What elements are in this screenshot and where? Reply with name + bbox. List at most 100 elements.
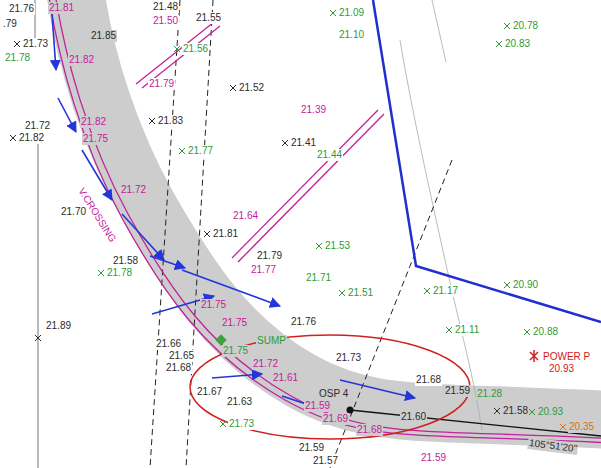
marker-stroke (494, 408, 500, 414)
spot-level: 21.39 (300, 104, 327, 116)
marker-stroke (282, 140, 288, 146)
spot-level: 21.89 (45, 320, 72, 332)
spot-marker (504, 23, 510, 29)
boundary-line (432, 0, 446, 62)
spot-level: 20.88 (532, 326, 559, 338)
marker-stroke (14, 41, 20, 47)
spot-marker (316, 243, 322, 249)
spot-marker (496, 41, 502, 47)
spot-marker (230, 85, 236, 91)
spot-level: 21.52 (238, 82, 265, 94)
spot-marker (149, 118, 155, 124)
marker-stroke (316, 243, 322, 249)
spot-level: 21.73 (228, 418, 255, 430)
spot-marker (446, 327, 452, 333)
pipe-line (238, 114, 384, 262)
spot-level: 21.81 (212, 228, 239, 240)
marker-stroke (220, 421, 226, 427)
marker-stroke (204, 231, 210, 237)
marker-stroke (524, 329, 530, 335)
spot-marker (204, 231, 210, 237)
marker-stroke (174, 46, 180, 52)
spot-level: 21.73 (22, 38, 49, 50)
marker-stroke (496, 41, 502, 47)
spot-level: 21.85 (90, 30, 117, 42)
marker-stroke (14, 41, 20, 47)
spot-level: 21.81 (48, 2, 75, 14)
marker-stroke (149, 118, 155, 124)
spot-marker (504, 282, 510, 288)
pipe-line (232, 110, 378, 258)
power-pole-label: POWER P (542, 351, 591, 363)
drain-line (54, 0, 601, 439)
spot-markers (10, 10, 566, 430)
spot-marker (220, 421, 226, 427)
spot-level: 21.73 (335, 352, 362, 364)
marker-stroke (529, 409, 535, 415)
spot-level: 21.75 (221, 317, 248, 329)
spot-level: 21.53 (324, 240, 351, 252)
marker-stroke (330, 10, 336, 16)
marker-stroke (424, 288, 430, 294)
spot-marker (14, 41, 20, 47)
spot-level: 21.68 (165, 362, 192, 374)
marker-stroke (282, 140, 288, 146)
marker-stroke (529, 409, 535, 415)
spot-level: 21.82 (18, 132, 45, 144)
spot-level: 21.61 (272, 372, 299, 384)
spot-level: 20.35 (568, 421, 595, 433)
spot-level: 21.83 (157, 115, 184, 127)
spot-level: 21.68 (415, 374, 442, 386)
spot-marker (179, 148, 185, 154)
spot-level: .79 (2, 18, 18, 30)
spot-marker (424, 288, 430, 294)
spot-level: 21.55 (195, 12, 222, 24)
spot-level: 21.78 (106, 267, 133, 279)
marker-stroke (560, 424, 566, 430)
station-label: OSP 4 (318, 388, 349, 400)
spot-level: 21.78 (4, 52, 31, 64)
spot-level: 21.58 (112, 255, 139, 267)
marker-stroke (494, 408, 500, 414)
marker-stroke (149, 118, 155, 124)
spot-level: 21.60 (400, 411, 427, 423)
spot-level: 21.77 (187, 145, 214, 157)
marker-stroke (98, 270, 104, 276)
sump-label: SUMP (256, 335, 287, 347)
spot-level: 21.76 (8, 3, 35, 15)
spot-level: 21.44 (316, 149, 343, 161)
marker-stroke (174, 46, 180, 52)
flow-arrow (58, 98, 76, 132)
spot-level: 20.93 (537, 406, 564, 418)
spot-level: 21.75 (222, 345, 249, 357)
marker-stroke (504, 23, 510, 29)
marker-stroke (10, 135, 16, 141)
spot-level: 21.09 (338, 7, 365, 19)
spot-level: 21.75 (200, 299, 227, 311)
marker-stroke (220, 421, 226, 427)
drain-line (48, 0, 601, 443)
marker-stroke (446, 327, 452, 333)
spot-level: 21.82 (80, 116, 107, 128)
pole-stroke (533, 350, 535, 362)
spot-level: 21.41 (290, 137, 317, 149)
spot-level: 21.59 (420, 452, 447, 464)
marker-stroke (35, 335, 41, 341)
spot-marker (560, 424, 566, 430)
spot-level: 21.17 (432, 285, 459, 297)
spot-marker (529, 409, 535, 415)
spot-level: 21.59 (298, 442, 325, 454)
site-boundary (373, 0, 601, 322)
marker-stroke (560, 424, 566, 430)
spot-marker (339, 290, 345, 296)
marker-stroke (179, 148, 185, 154)
spot-marker (524, 329, 530, 335)
spot-level: 21.64 (232, 210, 259, 222)
spot-level: 20.78 (512, 20, 539, 32)
sump-symbol (215, 334, 226, 345)
spot-level: 21.11 (454, 324, 480, 336)
spot-level: 21.71 (305, 272, 332, 284)
marker-stroke (204, 231, 210, 237)
spot-level: 21.59 (444, 385, 471, 397)
boundary-line (400, 40, 482, 430)
